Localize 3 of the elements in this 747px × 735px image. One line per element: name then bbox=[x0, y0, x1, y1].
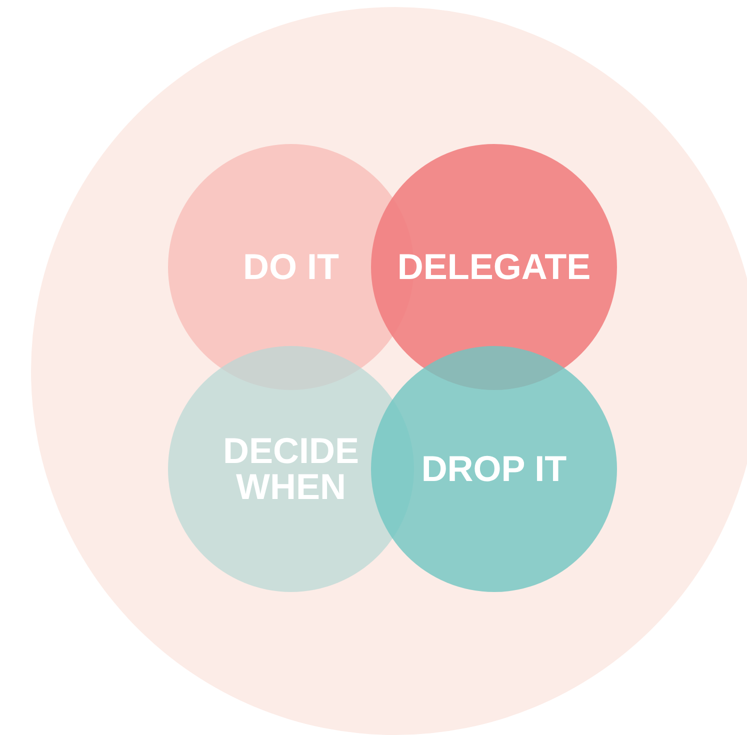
quadrant-label: DELEGATE bbox=[397, 249, 591, 285]
quadrant-label: DROP IT bbox=[421, 451, 567, 487]
quadrant-label: DO IT bbox=[243, 249, 339, 285]
